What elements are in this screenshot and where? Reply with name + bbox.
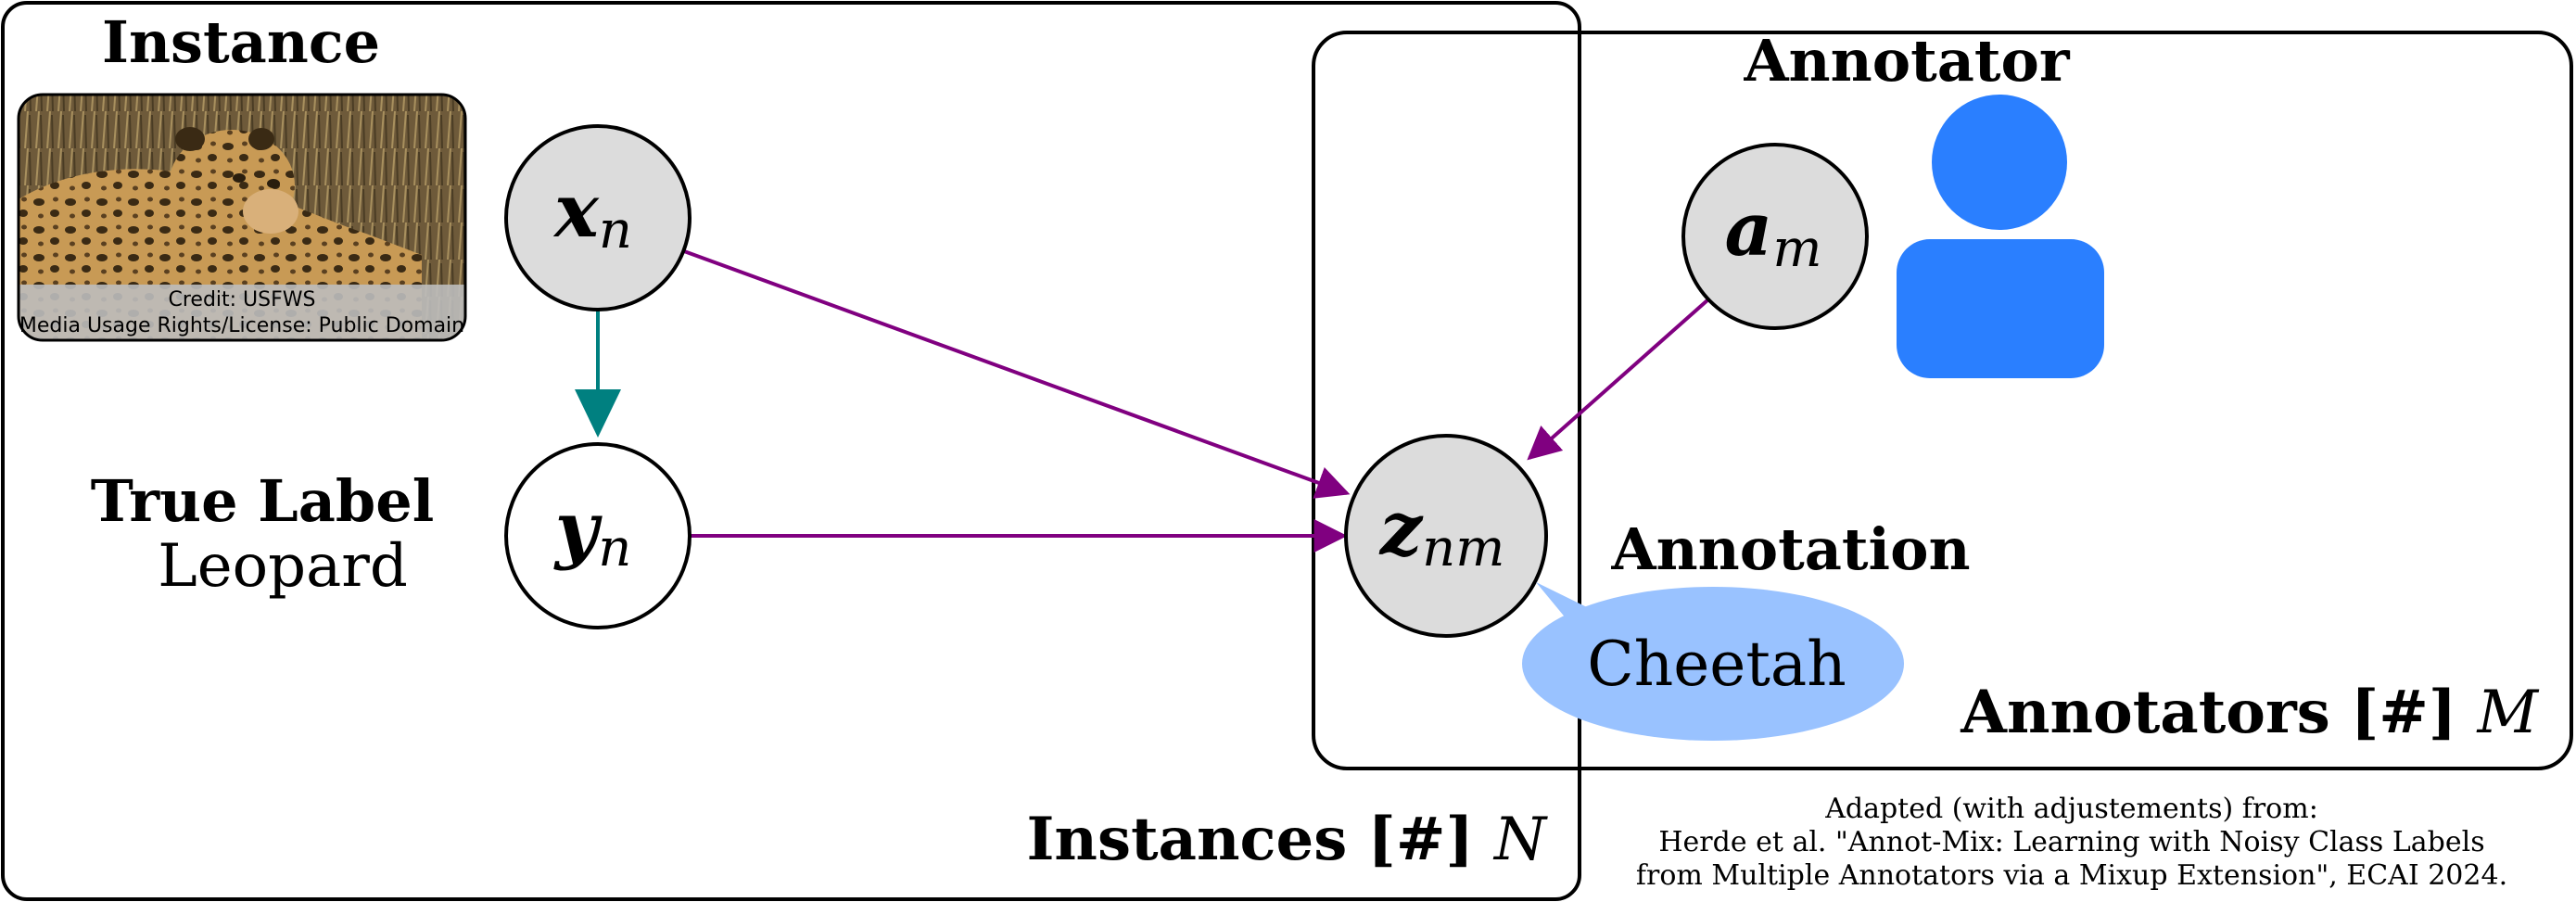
node-x: xn <box>504 124 692 311</box>
photo-license: Media Usage Rights/License: Public Domai… <box>19 314 464 337</box>
instances-plate <box>1 1 1581 901</box>
instances-plate-var: N <box>1492 806 1548 874</box>
leopard-photo: Credit: USFWS Media Usage Rights/License… <box>17 93 467 342</box>
edge-x-to-y-arrowhead <box>575 389 621 438</box>
node-a-symbol: a <box>1725 185 1773 273</box>
photo-credit: Credit: USFWS <box>168 288 315 311</box>
true-label-value: Leopard <box>158 532 408 601</box>
person-icon <box>1897 95 2104 378</box>
node-x-subscript: n <box>599 200 632 260</box>
node-x-symbol: x <box>552 167 600 254</box>
svg-text:xn: xn <box>552 167 632 260</box>
annotators-plate-label: Annotators [#] M <box>1960 678 2539 747</box>
footnote-line-3: from Multiple Annotators via a Mixup Ext… <box>1636 859 2507 892</box>
annotators-plate <box>1312 31 2573 770</box>
node-y-symbol: y <box>553 485 603 572</box>
node-y: yn <box>504 442 692 629</box>
node-a: am <box>1681 143 1869 330</box>
annotator-heading: Annotator <box>1743 27 2070 95</box>
node-z-subscript: nm <box>1422 518 1504 578</box>
annotation-speech-bubble: Cheetah <box>1522 582 1904 741</box>
instances-plate-text: Instances [#] <box>1026 805 1494 874</box>
instances-plate-label: Instances [#] N <box>1026 805 1548 874</box>
footnote-line-2: Herde et al. "Annot-Mix: Learning with N… <box>1658 826 2484 858</box>
svg-text:am: am <box>1725 185 1822 279</box>
node-z: znm <box>1344 434 1548 638</box>
node-y-subscript: n <box>598 518 631 578</box>
annotation-heading: Annotation <box>1610 515 1970 583</box>
footnote-line-1: Adapted (with adjustements) from: <box>1824 793 2318 825</box>
svg-text:znm: znm <box>1378 485 1505 578</box>
annotators-plate-text: Annotators [#] <box>1960 678 2477 747</box>
node-z-symbol: z <box>1378 485 1424 572</box>
node-a-subscript: m <box>1772 219 1821 279</box>
annotators-plate-var: M <box>2476 679 2539 747</box>
edge-x-to-z <box>683 249 1351 499</box>
true-label-heading: True Label <box>91 467 435 535</box>
edge-a-to-z <box>1527 298 1710 461</box>
svg-text:yn: yn <box>553 485 632 578</box>
annotation-value: Cheetah <box>1587 629 1846 700</box>
instance-heading: Instance <box>102 8 380 76</box>
